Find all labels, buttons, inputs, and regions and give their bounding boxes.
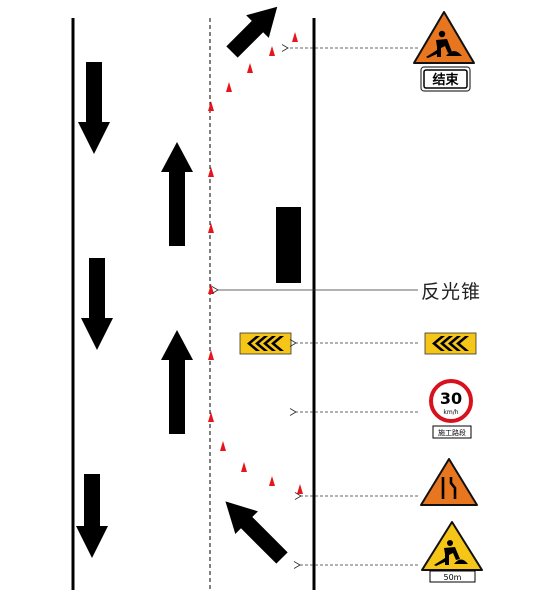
traffic-cone-icon [208, 223, 214, 233]
traffic-cone-icon [247, 63, 253, 73]
traffic-cone-icon [208, 350, 214, 360]
speed-limit-sign: 30 km/h 施工路段 [429, 379, 473, 439]
speed-limit-caption: 施工路段 [438, 428, 466, 437]
chevron-board-sign [424, 332, 477, 355]
chevron-left-icon [440, 336, 453, 351]
traffic-cone-icon [220, 441, 226, 451]
traffic-cone-icon [208, 167, 214, 177]
lane-narrows-sign [420, 458, 478, 506]
chevron-left-icon [255, 336, 268, 351]
down-arrow-icon [81, 258, 113, 350]
traffic-cone-icon [269, 46, 275, 56]
up-arrow-icon [161, 330, 193, 434]
distance-plate-text: 50m [444, 573, 462, 582]
chevron-left-icon [263, 336, 276, 351]
down-arrow-icon [76, 474, 108, 558]
leader-lines [211, 44, 418, 569]
road-work-worker-icon [426, 30, 462, 58]
traffic-cone-icon [241, 462, 247, 472]
chevron-left-icon [247, 336, 260, 351]
chevron-left-icon [271, 336, 284, 351]
road-work-sign [413, 11, 475, 64]
speed-limit-value: 30 [440, 389, 462, 408]
chevron-left-icon [448, 336, 461, 351]
diagonal-up-right-arrow-icon [226, 6, 278, 58]
chevron-left-icon [432, 336, 445, 351]
down-arrow-icon [78, 62, 110, 154]
road-work-worker-icon [434, 540, 468, 566]
traffic-cone-icon [292, 32, 298, 42]
cone-label: 反光锥 [421, 281, 482, 303]
traffic-cone-icon [208, 101, 214, 111]
traffic-cone-icon [208, 284, 214, 294]
speed-limit-unit: km/h [443, 409, 458, 416]
end-plate-text: 结束 [432, 72, 459, 88]
road-work-sign-bottom [421, 521, 483, 571]
traffic-cone-icon [226, 82, 232, 92]
diagonal-up-left-arrow-icon [225, 501, 288, 564]
traffic-cone-icon [269, 476, 275, 486]
end-plate: 结束 [420, 66, 471, 92]
distance-plate: 50m [429, 570, 476, 583]
traffic-cone-icon [297, 484, 303, 494]
right-lane-narrows-icon [441, 477, 457, 499]
up-arrow-icon [161, 142, 193, 246]
chevron-board [239, 332, 292, 355]
chevron-left-icon [456, 336, 469, 351]
traffic-cone-icon [208, 412, 214, 422]
work-zone-block [276, 207, 301, 283]
traffic-cones [208, 32, 303, 494]
